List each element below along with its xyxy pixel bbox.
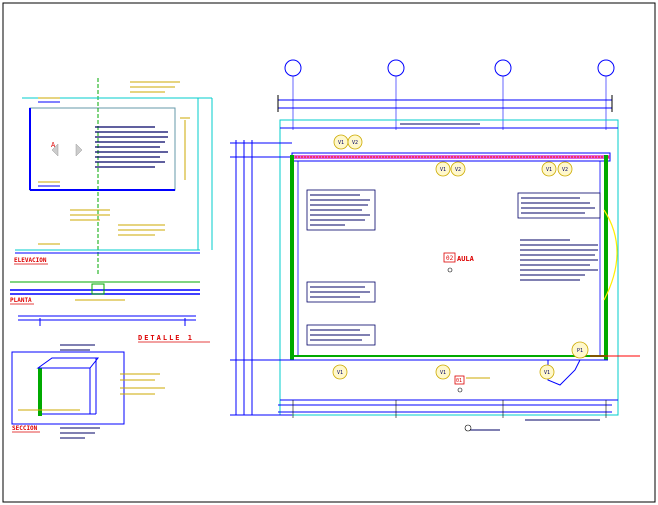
section-marker-left-icon [51, 143, 59, 157]
detail-title: DETALLE 1 [138, 334, 194, 342]
section-detail [11, 344, 165, 439]
window-tag-label-9: V1 [544, 370, 550, 376]
elevation-title: ELEVACION [14, 257, 47, 264]
left-wall [290, 155, 294, 360]
plan-outline [279, 119, 619, 416]
door-tag-box [454, 375, 465, 385]
window-tag-label-3: V1 [440, 167, 446, 173]
window-tag-label-5: V1 [546, 167, 552, 173]
window-tag-5 [541, 161, 557, 177]
axis-circle-4 [597, 59, 615, 77]
door-level-icon [457, 387, 463, 393]
window-tag-9 [539, 364, 555, 380]
detail-panel: A [10, 78, 213, 439]
axis-markers [284, 59, 615, 77]
elevation-panel-box [29, 107, 176, 191]
right-window-arc [603, 209, 618, 301]
window-tag-2 [347, 134, 363, 150]
section-marker-right-icon [75, 143, 83, 157]
window-tag-3 [435, 161, 451, 177]
window-tag-4 [450, 161, 466, 177]
elevation-notes [95, 126, 168, 168]
window-tag-label-1: V1 [338, 140, 344, 146]
room-tag-box [443, 252, 456, 263]
axis-circle-1 [284, 59, 302, 77]
door-tag: 01 [456, 378, 462, 384]
elevation-callouts [38, 81, 190, 245]
pillar-marker-label: P1 [577, 348, 583, 354]
window-tag-7 [332, 364, 348, 380]
bottom-dimensions [278, 404, 612, 413]
plan-notes [306, 123, 601, 431]
window-tag-label-4: V2 [455, 167, 461, 173]
room-label: AULA [457, 255, 475, 263]
window-tag-8 [435, 364, 451, 380]
window-tag-label-6: V2 [562, 167, 568, 173]
level-marker-icon [447, 267, 453, 273]
north-marker-icon [464, 424, 472, 432]
plan-title: PLANTA [10, 297, 32, 304]
axis-circle-2 [387, 59, 405, 77]
section-a-label: A [51, 141, 56, 149]
axis-circle-3 [494, 59, 512, 77]
window-tags [332, 134, 573, 380]
pillar-marker [571, 341, 589, 359]
top-dimensions [278, 99, 612, 109]
window-tag-label-7: V1 [337, 370, 343, 376]
right-wall [604, 155, 608, 360]
floor-plan: V1 V2 V1 V2 V1 V2 V1 V1 V1 P1 02 AULA 01 [230, 59, 640, 432]
window-tag-label-2: V2 [352, 140, 358, 146]
window-tag-6 [557, 161, 573, 177]
section-title: SECCION [12, 425, 38, 432]
window-tag-label-8: V1 [440, 370, 446, 376]
left-dimensions [230, 140, 292, 416]
room-tag: 02 [446, 255, 454, 262]
